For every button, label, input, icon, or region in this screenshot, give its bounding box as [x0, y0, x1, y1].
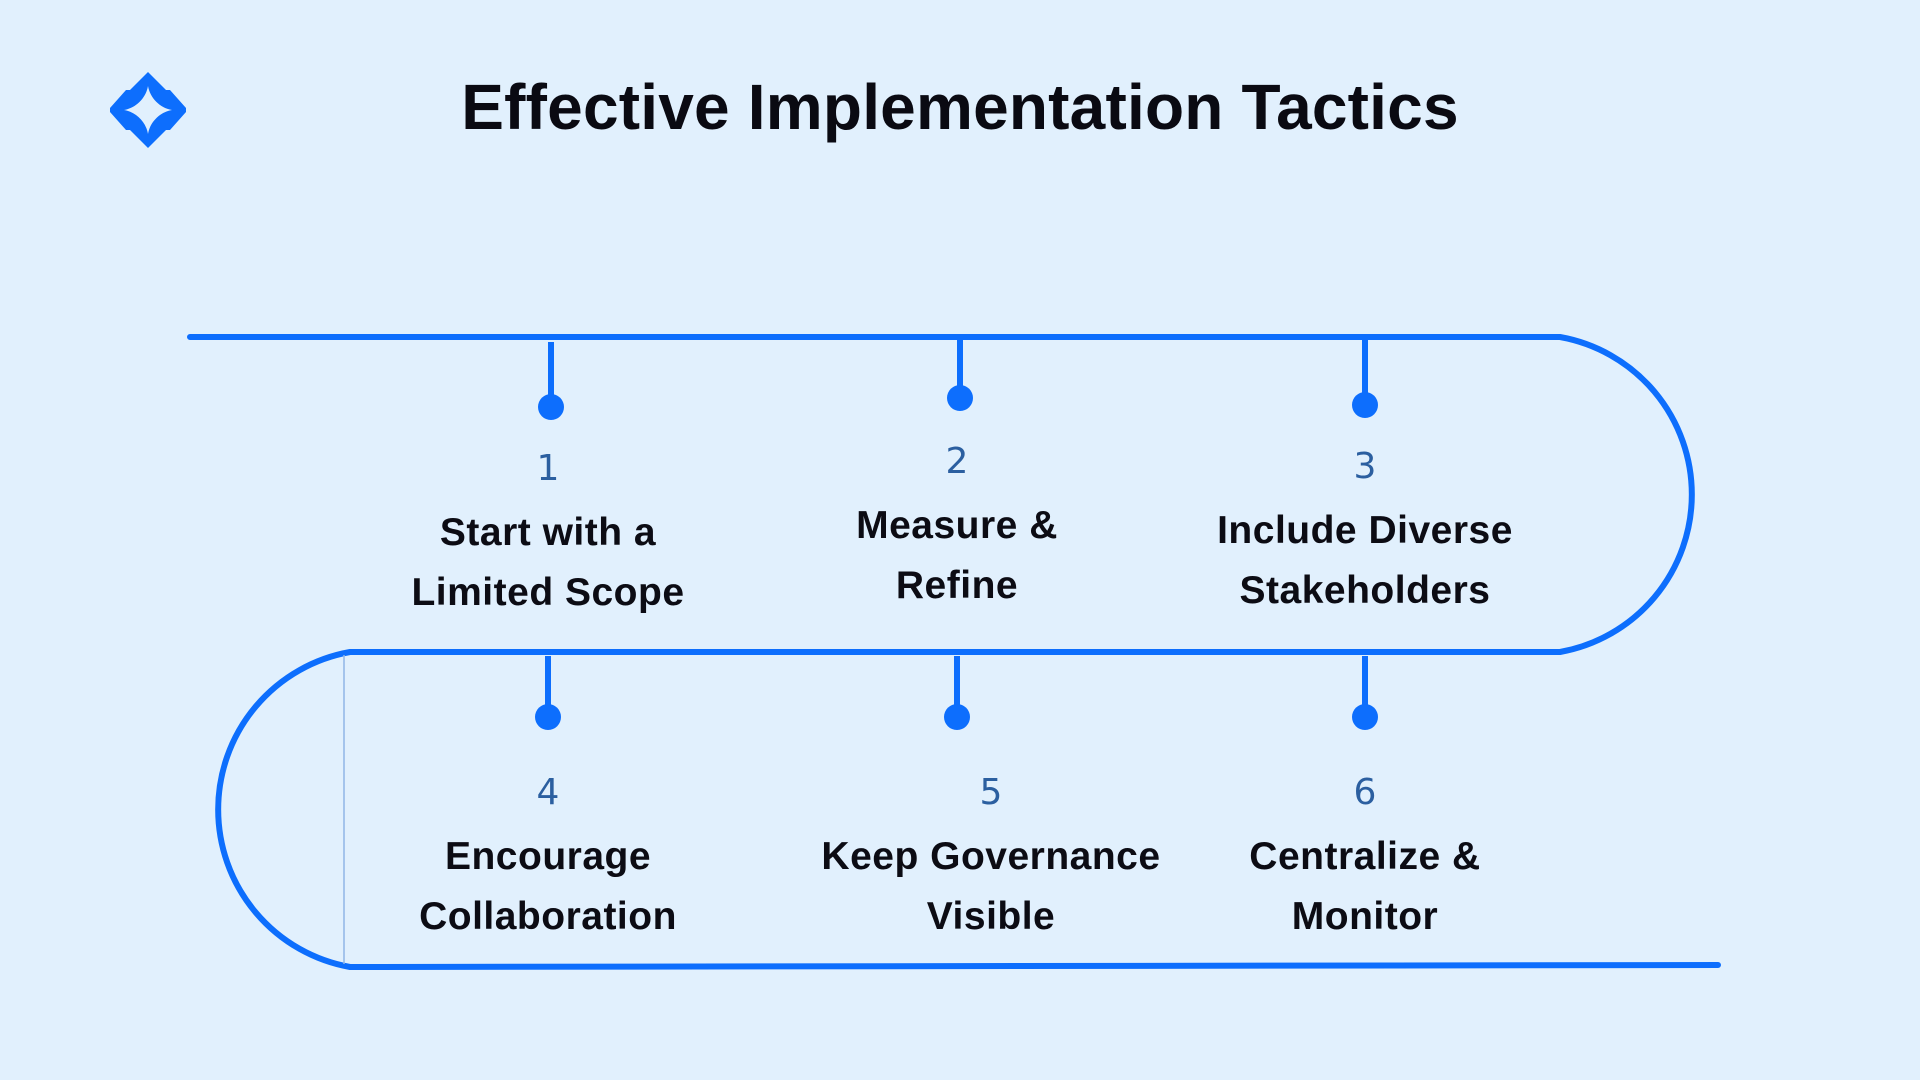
- step-4-connector: [535, 656, 561, 730]
- step-6: 6 Centralize & Monitor: [1165, 771, 1565, 947]
- step-label-line-1: Include Diverse: [1217, 509, 1513, 552]
- step-label-line-2: Limited Scope: [411, 571, 685, 614]
- step-6-node: [1352, 704, 1378, 730]
- step-1-node: [538, 394, 564, 420]
- step-label-line-1: Keep Governance: [821, 835, 1161, 878]
- step-number: 2: [945, 441, 969, 482]
- step-label-line-2: Collaboration: [419, 895, 677, 938]
- step-label-line-2: Refine: [895, 564, 1019, 607]
- step-2-connector: [947, 340, 973, 411]
- step-label-line-1: Encourage: [444, 835, 652, 878]
- step-label-line-1: Centralize &: [1249, 835, 1481, 878]
- step-3: 3 Include Diverse Stakeholders: [1165, 445, 1565, 621]
- step-1-connector: [538, 342, 564, 420]
- step-5: 5 Keep Governance Visible: [791, 771, 1191, 947]
- step-2-node: [947, 385, 973, 411]
- step-3-connector: [1352, 340, 1378, 418]
- step-number: 6: [1353, 772, 1377, 813]
- step-4: 4 Encourage Collaboration: [348, 771, 748, 947]
- step-label-line-1: Start with a: [439, 511, 657, 554]
- page-title: Effective Implementation Tactics: [461, 71, 1459, 143]
- step-number: 1: [536, 448, 560, 489]
- step-5-node: [944, 704, 970, 730]
- step-number: 4: [536, 772, 560, 813]
- step-6-connector: [1352, 656, 1378, 730]
- step-label-line-1: Measure &: [856, 504, 1058, 547]
- roadmap-track: [187, 334, 1721, 971]
- step-2: 2 Measure & Refine: [757, 440, 1157, 616]
- step-label-line-2: Stakeholders: [1239, 569, 1491, 612]
- four-point-star-logo-icon: [110, 72, 186, 148]
- step-label-line-2: Visible: [926, 895, 1056, 938]
- step-number: 5: [979, 772, 1003, 813]
- step-4-node: [535, 704, 561, 730]
- step-label-line-2: Monitor: [1291, 895, 1439, 938]
- step-1: 1 Start with a Limited Scope: [348, 447, 748, 623]
- step-number: 3: [1353, 446, 1377, 487]
- step-5-connector: [944, 656, 970, 730]
- step-3-node: [1352, 392, 1378, 418]
